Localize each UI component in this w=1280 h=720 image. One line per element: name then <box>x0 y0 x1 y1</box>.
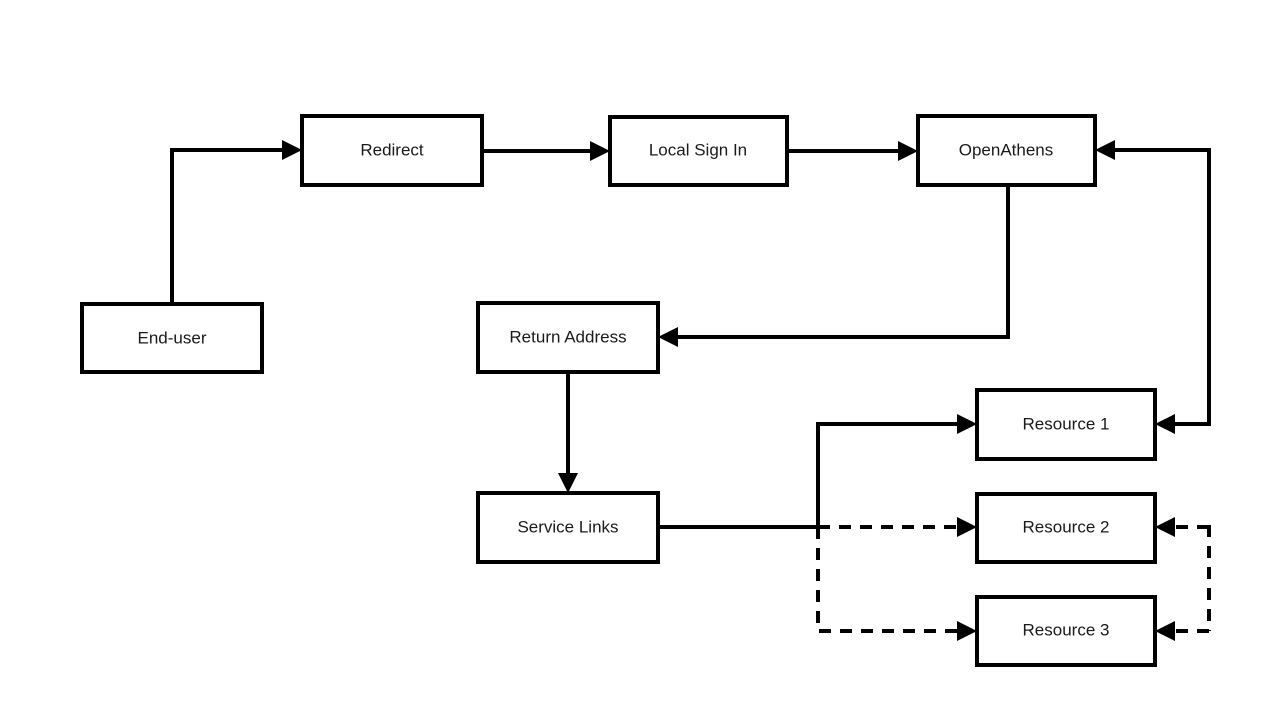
edge-end-user-to-redirect <box>170 140 302 304</box>
arrowhead-right-icon <box>282 140 302 160</box>
edge-service-links-to-resource-1 <box>816 414 977 529</box>
node-redirect[interactable]: Redirect <box>300 114 484 187</box>
node-label-redirect: Redirect <box>360 140 424 159</box>
arrowhead-left-icon <box>1155 414 1175 434</box>
node-label-resource-2: Resource 2 <box>1023 517 1110 536</box>
node-openathens[interactable]: OpenAthens <box>916 114 1097 187</box>
edge-resource-1-to-openathens <box>1095 140 1211 434</box>
arrowhead-left-icon <box>1095 140 1115 160</box>
edge-resource-3-to-return-bus <box>1155 621 1209 641</box>
arrowhead-left-icon <box>658 327 678 347</box>
edge-local-sign-in-to-openathens <box>787 141 918 161</box>
node-label-local-sign-in: Local Sign In <box>649 140 747 159</box>
arrowhead-right-icon <box>957 621 977 641</box>
node-label-resource-1: Resource 1 <box>1023 414 1110 433</box>
node-local-sign-in[interactable]: Local Sign In <box>608 115 789 187</box>
node-resource-3[interactable]: Resource 3 <box>975 595 1157 667</box>
node-label-openathens: OpenAthens <box>959 140 1054 159</box>
node-label-resource-3: Resource 3 <box>1023 620 1110 639</box>
arrowhead-left-icon <box>1155 517 1175 537</box>
arrowhead-left-icon <box>1155 621 1175 641</box>
node-return-address[interactable]: Return Address <box>476 301 660 374</box>
arrowhead-right-icon <box>957 414 977 434</box>
arrowhead-down-icon <box>558 473 578 493</box>
edge-return-address-to-service-links <box>558 372 578 493</box>
arrowhead-right-icon <box>898 141 918 161</box>
edge-openathens-to-return-address <box>658 185 1010 347</box>
node-resource-1[interactable]: Resource 1 <box>975 388 1157 461</box>
arrowhead-right-icon <box>590 141 610 161</box>
arrowhead-right-icon <box>957 517 977 537</box>
node-end-user[interactable]: End-user <box>80 302 264 374</box>
node-resource-2[interactable]: Resource 2 <box>975 492 1157 564</box>
node-label-service-links: Service Links <box>517 517 618 536</box>
edge-service-links-to-resource-2 <box>818 517 977 537</box>
node-service-links[interactable]: Service Links <box>476 491 660 564</box>
edge-resource-2-to-return-bus <box>1155 517 1209 537</box>
edge-redirect-to-local-sign-in <box>482 141 610 161</box>
node-label-return-address: Return Address <box>509 327 626 346</box>
node-label-end-user: End-user <box>138 328 207 347</box>
edge-service-links-to-resource-3 <box>816 527 977 641</box>
